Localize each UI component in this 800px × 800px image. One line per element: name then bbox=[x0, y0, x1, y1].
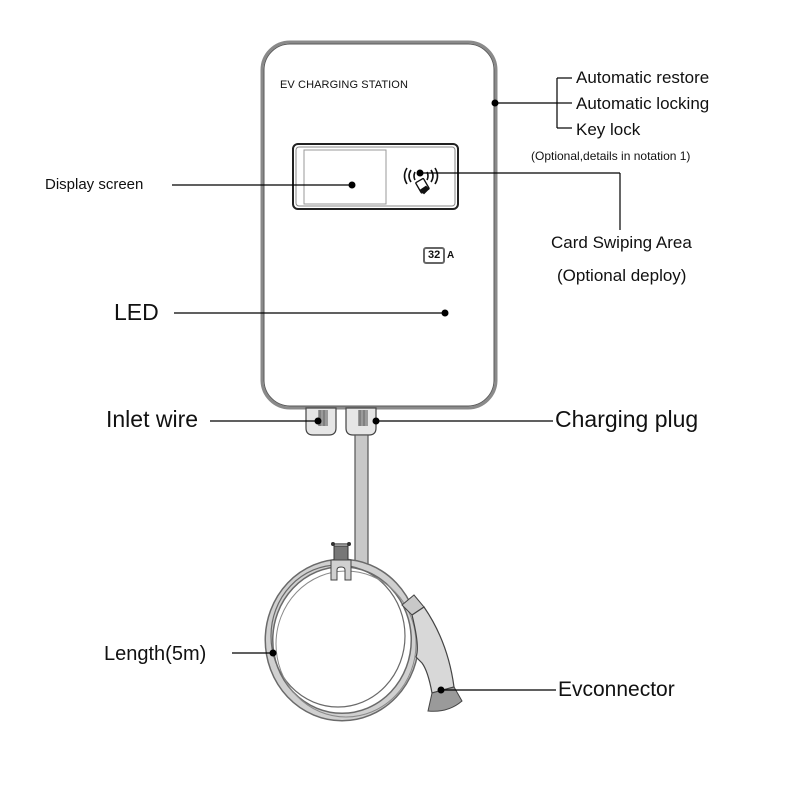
label-inlet-wire: Inlet wire bbox=[106, 406, 199, 432]
leader-lines bbox=[172, 77, 621, 691]
label-evconnector: Evconnector bbox=[558, 678, 675, 701]
lock-option-automatic-restore: Automatic restore bbox=[576, 68, 710, 87]
coiled-cable bbox=[264, 558, 420, 722]
charging-plug-gland bbox=[345, 407, 377, 436]
label-charging-plug: Charging plug bbox=[555, 406, 699, 432]
station-title: EV CHARGING STATION bbox=[280, 79, 409, 91]
lock-option-key-lock: Key lock bbox=[576, 120, 641, 139]
amp-rating-number: 32 bbox=[428, 249, 441, 261]
rfid-card-icon bbox=[403, 167, 439, 195]
station-body bbox=[260, 40, 498, 410]
display-screen bbox=[303, 149, 387, 205]
ev-connector bbox=[401, 594, 463, 712]
label-card-swiping-note: (Optional deploy) bbox=[557, 266, 687, 285]
charging-cable-vertical bbox=[354, 434, 369, 566]
cable-hook bbox=[330, 542, 352, 581]
label-length: Length(5m) bbox=[104, 643, 207, 665]
label-card-swiping-area: Card Swiping Area bbox=[551, 233, 692, 252]
label-display-screen: Display screen bbox=[45, 176, 144, 193]
lock-note: (Optional,details in notation 1) bbox=[531, 149, 691, 163]
label-led: LED bbox=[114, 299, 159, 325]
amp-rating-badge bbox=[423, 247, 445, 264]
leader-dots bbox=[269, 99, 499, 694]
amp-rating-unit: A bbox=[447, 250, 455, 261]
lock-option-automatic-locking: Automatic locking bbox=[576, 94, 710, 113]
